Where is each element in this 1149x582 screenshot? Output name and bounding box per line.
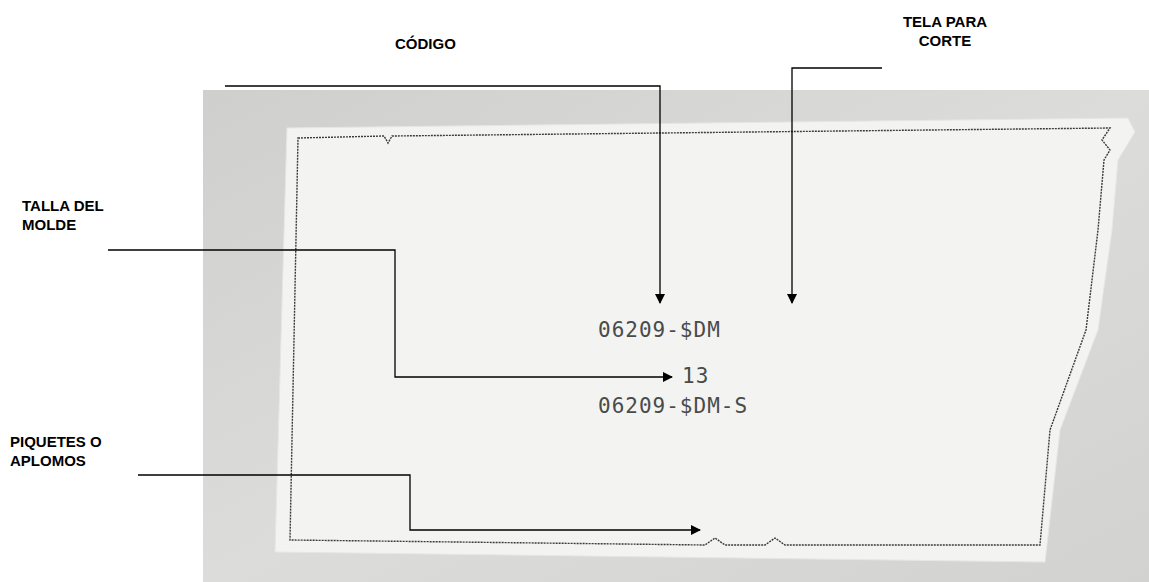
- photo-ground: [203, 90, 1149, 582]
- size-number: 13: [682, 364, 709, 388]
- callout-label: PIQUETES O APLOMOS: [10, 432, 130, 470]
- callout-label: TELA PARA CORTE: [895, 12, 995, 50]
- leader-line: [138, 475, 700, 530]
- callout-label: CÓDIGO: [395, 34, 456, 53]
- pattern-code: 06209-$DM-S: [598, 394, 748, 418]
- paper-piece: [275, 118, 1135, 562]
- leader-line: [792, 68, 882, 303]
- callout-label: TALLA DEL MOLDE: [22, 196, 112, 234]
- pattern-code: 06209-$DM: [598, 318, 721, 342]
- leader-line: [108, 250, 672, 377]
- leader-line: [225, 86, 660, 303]
- pattern-outline: [290, 128, 1110, 545]
